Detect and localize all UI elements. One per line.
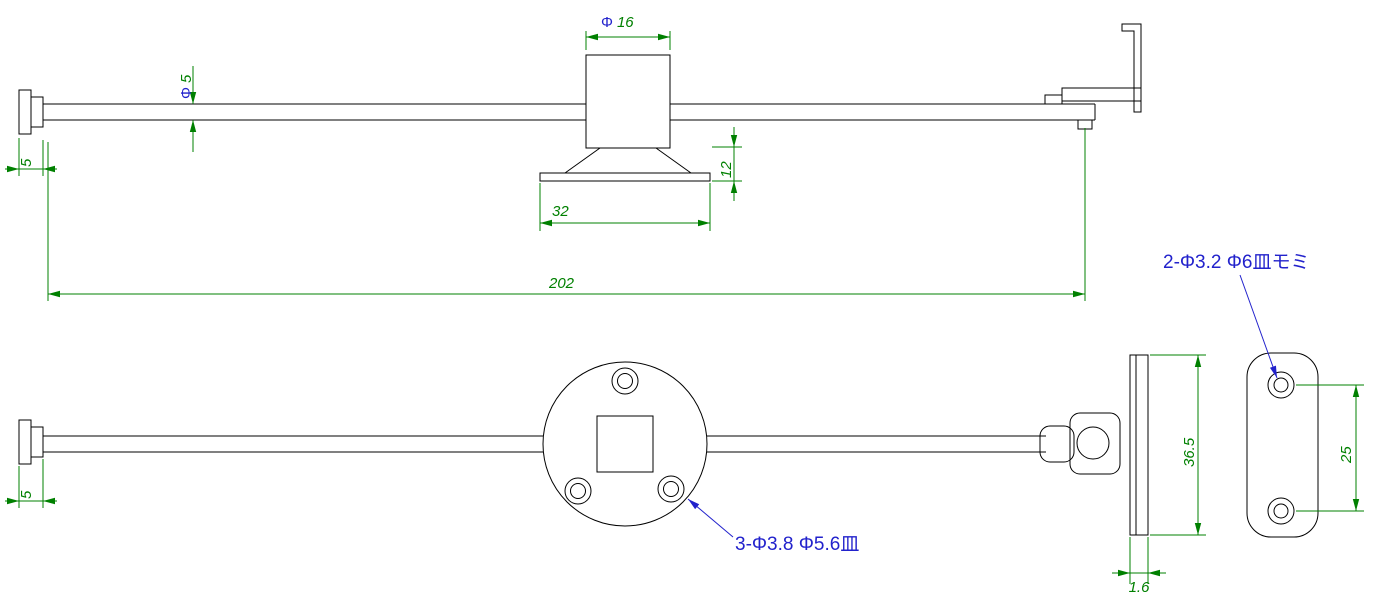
- dim-text-32: 32: [552, 203, 569, 220]
- flange-hole: [611, 367, 639, 395]
- rod-end-neck: [30, 96, 44, 128]
- flange-hole: [657, 475, 685, 503]
- plate-hole: [1267, 497, 1295, 525]
- dim-text-phi5: Φ5: [178, 74, 195, 99]
- dim-rod-diameter: Φ5: [178, 66, 197, 152]
- rod-end-cap: [18, 89, 32, 135]
- diameter-symbol: Φ: [601, 14, 613, 31]
- bracket-plate-edge: [1129, 354, 1149, 536]
- plate-hole: [1267, 371, 1295, 399]
- dim-text-12: 12: [718, 161, 735, 178]
- dim-overall-length: 202: [47, 128, 1086, 301]
- rod-end-cap: [18, 419, 32, 465]
- pivot-pin: [1076, 426, 1110, 460]
- annotation-flange-holes: 3-Φ3.8 Φ5.6皿: [687, 498, 859, 555]
- dim-cap-length-bottom: 5: [5, 459, 57, 508]
- annotation-plate-holes: 2-Φ3.2 Φ6皿モミ: [1163, 252, 1309, 379]
- guide-block: [585, 54, 671, 149]
- label-plate-holes: 2-Φ3.2 Φ6皿モミ: [1163, 252, 1309, 273]
- dim-hole-pitch: 25: [1296, 384, 1364, 512]
- dim-text-365: 36.5: [1181, 437, 1198, 467]
- square-hole: [596, 415, 654, 473]
- pivot-housing: [1069, 412, 1121, 475]
- bracket-plate-face: [1246, 352, 1319, 538]
- stay-rod-side-view: [18, 23, 1142, 182]
- dim-text-202: 202: [548, 275, 575, 292]
- bottom-view: 5 36.5 1.6 25 3-Φ3.8 Φ5.6皿: [5, 252, 1364, 596]
- dim-text-16: 1.6: [1129, 579, 1151, 596]
- dim-plate-thickness: 1.6: [1112, 537, 1166, 596]
- keeper-plate-side: [1061, 87, 1142, 102]
- rod-knuckle: [1039, 425, 1075, 463]
- angle-bracket: [1121, 23, 1142, 113]
- mounting-flange: [542, 361, 708, 527]
- rod-end-neck: [30, 426, 44, 458]
- dim-text-cap5: 5: [18, 158, 35, 167]
- dim-value: 16: [617, 14, 634, 31]
- dim-text-25: 25: [1338, 446, 1355, 464]
- dim-base-width: 32: [539, 183, 711, 231]
- dim-cap-length-top: 5: [5, 138, 57, 176]
- dim-text-cap5: 5: [18, 490, 35, 499]
- base-plate: [539, 172, 711, 182]
- stay-rod-plan-view: [18, 352, 1319, 538]
- dim-base-height: 12: [712, 127, 742, 201]
- dim-value: 5: [178, 74, 195, 83]
- dim-plate-height: 36.5: [1150, 354, 1206, 536]
- label-flange-holes: 3-Φ3.8 Φ5.6皿: [735, 534, 859, 555]
- flange-hole: [564, 477, 592, 505]
- locking-pin: [1077, 119, 1093, 130]
- diameter-symbol: Φ: [178, 87, 195, 99]
